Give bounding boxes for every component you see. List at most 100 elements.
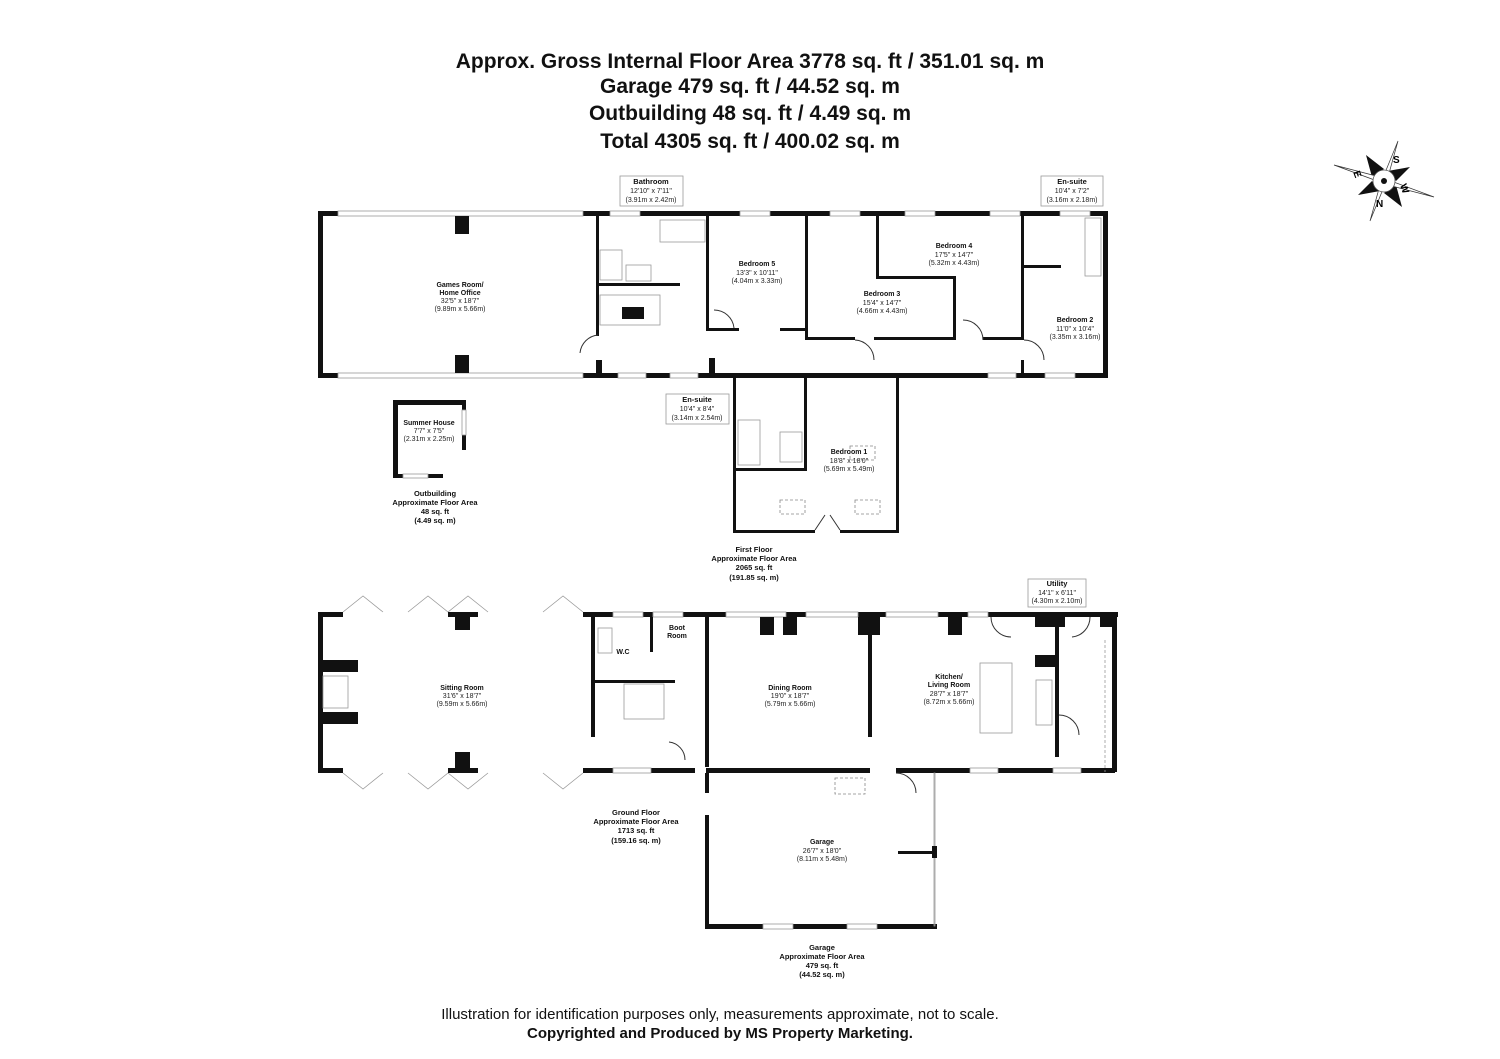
svg-text:Approximate Floor Area: Approximate Floor Area (779, 952, 865, 961)
room-label-bedroom2: Bedroom 2 11'0" x 10'4" (3.35m x 3.16m) (1050, 317, 1101, 341)
room-label-ensuite-bedroom2: En-suite 10'4" x 7'2" (3.16m x 2.18m) (1040, 175, 1104, 207)
svg-text:Kitchen/: Kitchen/ (935, 674, 963, 681)
svg-text:(3.35m x 3.16m): (3.35m x 3.16m) (1050, 334, 1101, 341)
svg-text:1713 sq. ft: 1713 sq. ft (618, 826, 655, 835)
compass-icon: S E N W (1333, 140, 1435, 222)
svg-text:Bedroom 2: Bedroom 2 (1057, 317, 1094, 324)
compass-w: W (1397, 183, 1411, 196)
garage-plan (705, 772, 937, 930)
svg-text:(191.85 sq. m): (191.85 sq. m) (729, 573, 779, 582)
svg-text:Home Office: Home Office (439, 290, 480, 297)
room-label-utility: Utility 14'1" x 6'11" (4.30m x 2.10m) (1027, 578, 1087, 608)
svg-text:(4.04m x 3.33m): (4.04m x 3.33m) (732, 278, 783, 285)
copyright: Copyrighted and Produced by MS Property … (527, 1025, 913, 1042)
svg-text:Room: Room (667, 633, 687, 640)
title-garage-area: Garage 479 sq. ft / 44.52 sq. m (600, 75, 900, 98)
room-label-garage: Garage 26'7" x 18'0" (8.11m x 5.48m) (797, 839, 847, 863)
area-outbuilding: Outbuilding Approximate Floor Area 48 sq… (392, 489, 478, 525)
svg-text:W.C: W.C (616, 649, 629, 656)
svg-text:(159.16 sq. m): (159.16 sq. m) (611, 836, 661, 845)
svg-text:Bedroom 3: Bedroom 3 (864, 291, 901, 298)
svg-text:(3.14m x 2.54m): (3.14m x 2.54m) (672, 415, 723, 422)
svg-text:Bedroom 5: Bedroom 5 (739, 261, 776, 268)
svg-text:Ground Floor: Ground Floor (612, 808, 660, 817)
room-label-bedroom4: Bedroom 4 17'5" x 14'7" (5.32m x 4.43m) (929, 243, 980, 267)
room-label-bedroom3: Bedroom 3 15'4" x 14'7" (4.66m x 4.43m) (857, 291, 908, 315)
svg-text:Approximate Floor Area: Approximate Floor Area (392, 498, 478, 507)
svg-text:(5.79m x 5.66m): (5.79m x 5.66m) (765, 701, 816, 708)
compass-n: N (1376, 199, 1383, 210)
svg-text:(9.89m x 5.66m): (9.89m x 5.66m) (435, 306, 486, 313)
svg-text:11'0" x 10'4": 11'0" x 10'4" (1056, 326, 1094, 333)
svg-text:32'5" x 18'7": 32'5" x 18'7" (441, 298, 480, 305)
svg-text:17'5" x 14'7": 17'5" x 14'7" (935, 252, 974, 259)
svg-text:Approximate Floor Area: Approximate Floor Area (711, 554, 797, 563)
svg-text:(9.59m x 5.66m): (9.59m x 5.66m) (437, 701, 488, 708)
svg-text:2065 sq. ft: 2065 sq. ft (736, 563, 773, 572)
svg-text:10'4" x 8'4": 10'4" x 8'4" (680, 406, 715, 413)
ground-floor-plan (318, 595, 1118, 790)
svg-text:(8.72m x 5.66m): (8.72m x 5.66m) (924, 699, 975, 706)
title-gross-area: Approx. Gross Internal Floor Area 3778 s… (455, 50, 1045, 73)
svg-text:En-suite: En-suite (682, 395, 712, 404)
svg-text:Approximate Floor Area: Approximate Floor Area (593, 817, 679, 826)
svg-text:(2.31m x 2.25m): (2.31m x 2.25m) (404, 436, 455, 443)
svg-text:(44.52 sq. m): (44.52 sq. m) (799, 970, 845, 979)
svg-text:48 sq. ft: 48 sq. ft (421, 507, 450, 516)
svg-text:Garage: Garage (810, 839, 834, 846)
svg-text:15'4" x 14'7": 15'4" x 14'7" (863, 300, 902, 307)
svg-text:Living Room: Living Room (928, 682, 970, 689)
room-label-sitting: Sitting Room 31'6" x 18'7" (9.59m x 5.66… (437, 685, 488, 708)
summer-house-plan (393, 400, 467, 479)
svg-text:First Floor: First Floor (735, 545, 772, 554)
svg-text:31'6" x 18'7": 31'6" x 18'7" (443, 693, 482, 700)
room-label-wc: W.C (616, 649, 629, 656)
room-label-dining: Dining Room 19'0" x 18'7" (5.79m x 5.66m… (765, 685, 816, 708)
svg-text:7'7" x 7'5": 7'7" x 7'5" (414, 428, 445, 435)
svg-text:Dining Room: Dining Room (768, 685, 812, 692)
svg-text:Boot: Boot (669, 625, 686, 632)
compass-s: S (1393, 155, 1400, 166)
title-total-area: Total 4305 sq. ft / 400.02 sq. m (600, 130, 900, 153)
area-first-floor: First Floor Approximate Floor Area 2065 … (711, 545, 797, 582)
svg-text:Bedroom 4: Bedroom 4 (936, 243, 973, 250)
svg-text:(4.49 sq. m): (4.49 sq. m) (414, 516, 456, 525)
svg-text:Bedroom 1: Bedroom 1 (831, 449, 868, 456)
svg-text:(8.11m x 5.48m): (8.11m x 5.48m) (797, 856, 847, 863)
room-label-ensuite-bedroom1: En-suite 10'4" x 8'4" (3.14m x 2.54m) (665, 393, 730, 425)
disclaimer: Illustration for identification purposes… (441, 1006, 999, 1023)
svg-text:(3.16m x 2.18m): (3.16m x 2.18m) (1047, 197, 1098, 204)
area-garage: Garage Approximate Floor Area 479 sq. ft… (779, 943, 865, 979)
room-label-bedroom1: Bedroom 1 18'8" x 18'0" (5.69m x 5.49m) (824, 449, 875, 473)
svg-text:(5.32m x 4.43m): (5.32m x 4.43m) (929, 260, 980, 267)
svg-text:Utility: Utility (1047, 579, 1069, 588)
svg-text:(4.66m x 4.43m): (4.66m x 4.43m) (857, 308, 908, 315)
room-label-summer-house: Summer House 7'7" x 7'5" (2.31m x 2.25m) (403, 420, 454, 443)
svg-text:(3.91m x 2.42m): (3.91m x 2.42m) (626, 197, 677, 204)
svg-text:Outbuilding: Outbuilding (414, 489, 456, 498)
room-label-boot-room: Boot Room (667, 625, 687, 640)
svg-text:479 sq. ft: 479 sq. ft (806, 961, 839, 970)
svg-text:26'7" x 18'0": 26'7" x 18'0" (803, 848, 842, 855)
svg-text:14'1" x 6'11": 14'1" x 6'11" (1038, 590, 1076, 597)
room-label-bathroom: Bathroom 12'10" x 7'11" (3.91m x 2.42m) (619, 175, 684, 207)
svg-text:Garage: Garage (809, 943, 835, 952)
compass-e: E (1350, 169, 1363, 179)
svg-text:Games Room/: Games Room/ (436, 282, 483, 289)
svg-text:13'3" x 10'11": 13'3" x 10'11" (736, 270, 778, 277)
title-outbuilding-area: Outbuilding 48 sq. ft / 4.49 sq. m (588, 102, 912, 125)
first-floor-plan (318, 210, 1108, 533)
svg-text:10'4" x 7'2": 10'4" x 7'2" (1055, 188, 1090, 195)
area-ground-floor: Ground Floor Approximate Floor Area 1713… (593, 808, 679, 845)
svg-text:(4.30m x 2.10m): (4.30m x 2.10m) (1032, 598, 1083, 605)
room-label-games: Games Room/ Home Office 32'5" x 18'7" (9… (435, 282, 486, 313)
svg-text:Sitting Room: Sitting Room (440, 685, 484, 692)
svg-text:12'10" x 7'11": 12'10" x 7'11" (630, 188, 672, 195)
svg-text:Summer House: Summer House (403, 420, 454, 427)
room-label-bedroom5: Bedroom 5 13'3" x 10'11" (4.04m x 3.33m) (732, 261, 783, 285)
svg-text:En-suite: En-suite (1057, 177, 1087, 186)
svg-text:(5.69m x 5.49m): (5.69m x 5.49m) (824, 466, 875, 473)
svg-text:Bathroom: Bathroom (633, 177, 669, 186)
svg-text:19'0" x 18'7": 19'0" x 18'7" (771, 693, 810, 700)
